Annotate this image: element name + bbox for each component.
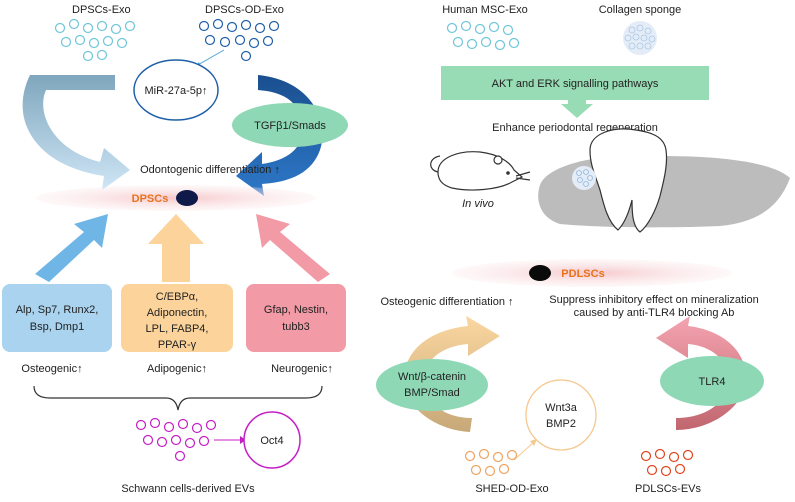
dpscs-exo-vesicles [54,18,136,62]
mir-27a-circle [133,59,219,121]
schwann-evs-label: Schwann cells-derived EVs [121,483,255,495]
neurogenic-marker-box [246,284,346,352]
pdlscs-nucleus [529,265,551,281]
neurogenic-label: Neurogenic↑ [271,363,333,375]
bmp2-label: BMP2 [546,418,576,430]
od-exo-to-mir-arrow [195,49,225,67]
tlr4-oval [660,356,764,406]
dpscs-nucleus [176,190,198,206]
pdlscs-cell [452,259,732,287]
akt-erk-down-arrow [561,100,593,118]
wnt3a-bmp2-circle [525,379,597,451]
adipogenic-label: Adipogenic↑ [147,363,207,375]
human-msc-exo-vesicles [446,20,520,51]
dpscs-exo-label: DPSCs-Exo [72,4,131,16]
pdlscs-evs-label: PDLSCs-EVs [635,483,702,495]
shed-od-exo-label: SHED-OD-Exo [475,483,548,495]
oct4-circle [243,411,301,469]
akt-erk-label: AKT and ERK signalling pathways [492,78,659,90]
shed-to-wnt3a-arrowhead [530,439,537,446]
osteogenic-marker-line-1: Alp, Sp7, Runx2, [16,304,99,316]
dpscs-label: DPSCs [132,193,169,205]
adipogenic-marker-line-2: Adiponectin, [147,307,208,319]
adipogenic-marker-box [121,284,233,352]
neurogenic-marker-line-1: Gfap, Nestin, [264,304,328,316]
pdlscs-label: PDLSCs [561,268,604,280]
pdlscs-evs-vesicles [640,448,694,477]
adipogenic-arrow [148,214,204,282]
osteogenic-marker-box [2,284,112,352]
akt-erk-pathway-bar [441,66,709,100]
oct4-label: Oct4 [260,435,283,447]
osteogenic-label: Osteogenic↑ [21,363,82,375]
osteogenic-arrow [35,214,108,282]
mouse-icon [430,151,531,191]
shed-od-exo-vesicles [464,448,518,477]
neurogenic-marker-line-2: tubb3 [282,321,310,333]
mir-27a-label: MiR-27a-5p↑ [145,85,208,97]
odontogenic-label: Odontogenic differentiation ↑ [140,164,280,176]
tlr4-label: TLR4 [699,376,726,388]
wnt3a-label: Wnt3a [545,402,578,414]
adipogenic-marker-line-1: C/EBPα, [156,291,198,303]
human-msc-exo-label: Human MSC-Exo [442,4,528,16]
collagen-graft-icon [572,166,596,190]
wnt-beta-catenin-label: Wnt/β-catenin [398,371,466,383]
wnt-bmp-oval [376,359,488,411]
suppress-line-2: caused by anti-TLR4 blocking Ab [574,307,735,319]
dpscs-od-exo-vesicles [198,18,280,62]
collagen-sponge-label: Collagen sponge [599,4,682,16]
collagen-sponge-icon [623,21,657,55]
bmp-smad-label: BMP/Smad [404,387,460,399]
tgf-beta1-smads-label: TGFβ1/Smads [254,120,326,132]
schwann-to-oct4-arrowhead [240,436,246,444]
osteogenic-differentiation-label: Osteogenic differentiation ↑ [380,296,513,308]
tgf-beta1-smads-oval [232,103,348,147]
dpscs-od-exo-label: DPSCs-OD-Exo [205,4,284,16]
adipogenic-marker-line-4: PPAR-γ [158,339,197,351]
tooth [589,128,668,233]
osteogenic-marker-line-2: Bsp, Dmp1 [30,321,84,333]
lineage-bracket [33,385,323,411]
adipogenic-marker-line-3: LPL, FABP4, [146,323,209,335]
dpscs-exo-curved-arrow [22,75,130,190]
neurogenic-arrow [256,214,330,282]
shed-to-wnt3a-arrow [513,441,535,461]
in-vivo-label: In vivo [462,198,494,210]
schwann-evs-vesicles [135,417,217,462]
suppress-line-1: Suppress inhibitory effect on mineraliza… [549,294,759,306]
